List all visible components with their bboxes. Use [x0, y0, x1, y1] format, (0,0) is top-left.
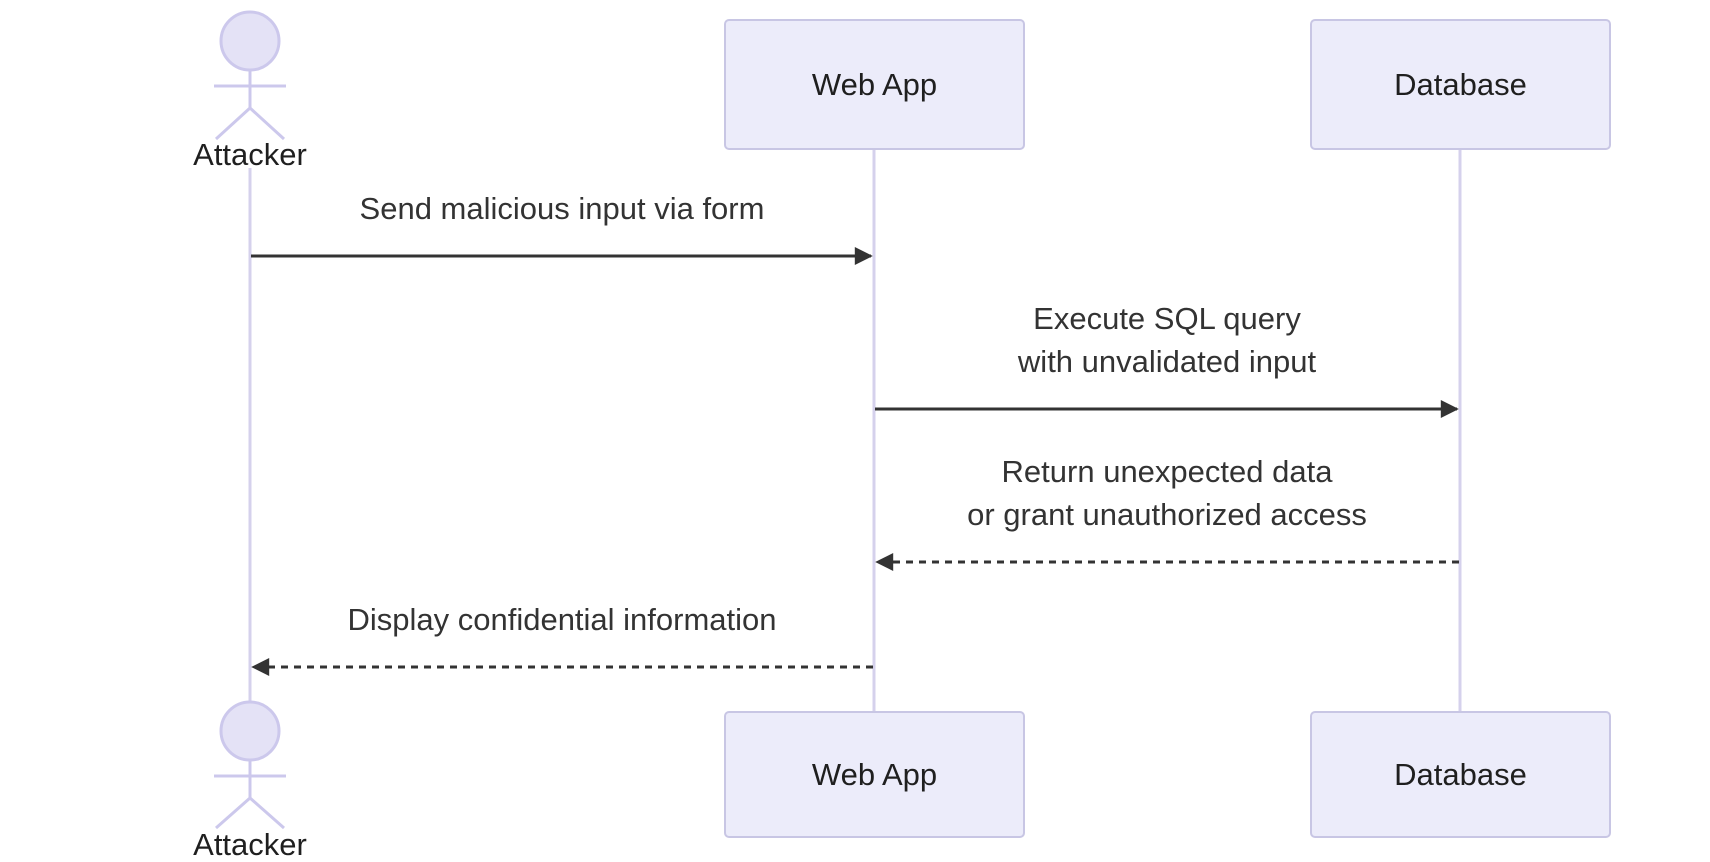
participant-label: Web App — [811, 66, 938, 102]
actor-right-leg-line — [249, 796, 285, 830]
actor-left-leg-line — [214, 106, 252, 141]
participant-box-database-bottom: Database — [1310, 711, 1611, 838]
participant-label: Database — [1394, 756, 1527, 792]
actor-right-leg-line — [248, 106, 286, 141]
actor-head-icon — [219, 700, 281, 762]
message-text-display-confidential-information: Display confidential information — [347, 602, 777, 637]
actor-head-icon — [219, 10, 281, 72]
participant-box-database-top: Database — [1310, 19, 1611, 150]
actor-label-attacker-top: Attacker — [193, 137, 307, 172]
participant-label: Database — [1394, 66, 1527, 102]
participant-box-webapp-top: Web App — [724, 19, 1025, 150]
attacker-actor-figure-bottom — [214, 700, 286, 830]
actor-label-attacker-bottom: Attacker — [193, 827, 307, 862]
message-text-execute-sql-query: Execute SQL query with unvalidated input — [1017, 301, 1317, 379]
actor-left-leg-line — [215, 796, 251, 830]
participant-box-webapp-bottom: Web App — [724, 711, 1025, 838]
participant-label: Web App — [811, 756, 938, 792]
message-text-return-unexpected-data: Return unexpected data or grant unauthor… — [967, 454, 1367, 532]
message-text-send-malicious-input: Send malicious input via form — [359, 191, 765, 226]
attacker-actor-figure-top — [214, 10, 286, 141]
